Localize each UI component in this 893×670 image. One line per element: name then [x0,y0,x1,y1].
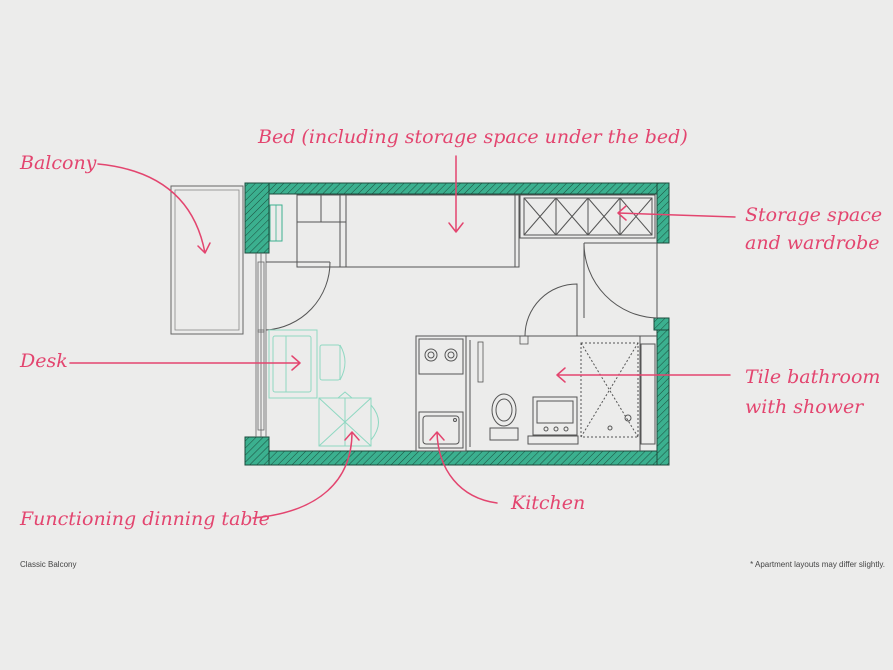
balcony-arrow [97,163,211,254]
bathroom-label-line2: with shower [745,396,864,418]
washbasin [527,396,579,445]
wall-bottom [244,450,670,466]
balcony-door-frame [255,253,267,437]
wall-right-upper [656,182,670,244]
bathroom-label-line1: Tile bathroom [745,366,881,388]
layout-caption: Classic Balcony [20,560,77,569]
storage-label-line2: and wardrobe [745,232,880,254]
wall-right-mid [653,317,670,331]
kitchen-label: Kitchen [511,492,586,514]
desk-label: Desk [20,350,68,372]
bathroom-door-swing [524,283,578,337]
desk-arrow [69,355,301,371]
balcony-slab [170,185,244,335]
balcony-slab-inner [174,189,240,331]
storage-label-line1: Storage space [745,204,883,226]
dining-label: Functioning dinning table [20,508,270,530]
bed-arrow [448,155,464,233]
dining-arrow [252,431,360,519]
kitchen-unit [415,335,467,452]
wall-left-upper [244,182,270,254]
balcony-door-swing [265,261,331,331]
shower [580,342,639,438]
wall-left-lower [244,436,270,466]
dining-table [318,391,379,447]
desk-chair [319,344,346,381]
walls [244,182,670,466]
towel-rail [477,341,484,383]
balcony-label: Balcony [20,152,97,174]
kitchen-arrow [429,431,498,504]
wardrobe [519,194,656,239]
bed-label: Bed (including storage space under the b… [258,126,688,148]
bathroom-arrow [556,367,731,383]
annotation-arrows [69,155,736,519]
bathroom [465,286,657,451]
bed [296,194,520,268]
desk [268,329,318,399]
layout-disclaimer: * Apartment layouts may differ slightly. [750,560,885,569]
storage-arrow [617,205,736,221]
wall-right-lower [656,329,670,466]
toilet [489,393,519,441]
entrance-door-swing [583,242,658,319]
wall-top [244,182,670,195]
